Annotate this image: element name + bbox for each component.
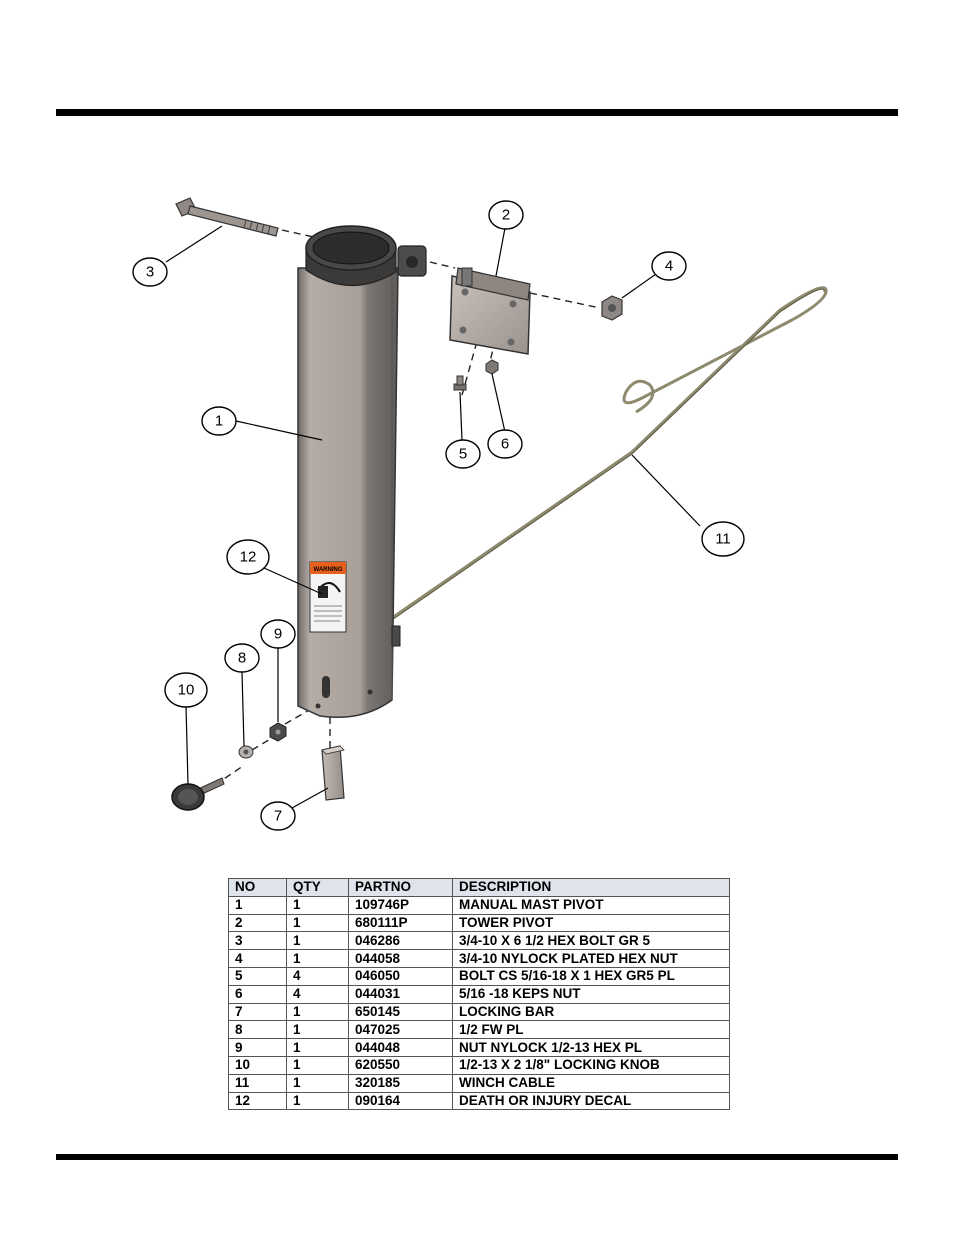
- flat-washer: [238, 745, 254, 759]
- callout-4: 4: [665, 258, 673, 275]
- cell-qty: 1: [286, 949, 349, 968]
- cell-partno: 620550: [348, 1055, 453, 1075]
- death-injury-decal: WARNING: [309, 561, 347, 633]
- table-header-row: NO QTY PARTNO DESCRIPTION: [228, 878, 730, 897]
- callout-2: 2: [502, 207, 510, 224]
- header-rule: [56, 109, 898, 116]
- cell-partno: 044031: [348, 984, 453, 1004]
- cell-partno: 109746P: [348, 895, 453, 915]
- cell-qty: 4: [286, 966, 349, 986]
- callout-6: 6: [501, 436, 509, 453]
- header-description: DESCRIPTION: [452, 878, 730, 897]
- cell-no: 4: [228, 949, 287, 968]
- cell-no: 6: [228, 984, 287, 1004]
- cell-description: 3/4-10 X 6 1/2 HEX BOLT GR 5: [452, 931, 730, 951]
- locking-bar: [321, 745, 345, 801]
- cell-qty: 1: [286, 913, 349, 933]
- footer-rule: [56, 1154, 898, 1160]
- hex-nut: [601, 295, 623, 321]
- callout-3: 3: [146, 264, 154, 281]
- cell-qty: 4: [286, 984, 349, 1004]
- hex-bolt: [175, 197, 279, 237]
- cell-qty: 1: [286, 1002, 349, 1022]
- cell-qty: 1: [286, 931, 349, 951]
- cell-description: NUT NYLOCK 1/2-13 HEX PL: [452, 1038, 730, 1057]
- cell-qty: 1: [286, 895, 349, 915]
- cell-qty: 1: [286, 1020, 349, 1040]
- callout-bubbles: [132, 200, 745, 831]
- cell-no: 2: [228, 913, 287, 933]
- decal-header: WARNING: [314, 567, 343, 573]
- cell-no: 1: [228, 895, 287, 915]
- cell-no: 11: [228, 1073, 287, 1093]
- cell-partno: 046286: [348, 931, 453, 951]
- cell-description: WINCH CABLE: [452, 1073, 730, 1093]
- header-partno: PARTNO: [348, 878, 453, 897]
- nylock-nut: [269, 722, 287, 742]
- cell-no: 3: [228, 931, 287, 951]
- cell-description: DEATH OR INJURY DECAL: [452, 1091, 730, 1111]
- cell-partno: 090164: [348, 1091, 453, 1111]
- manual-mast-pivot: [297, 225, 427, 719]
- callout-7: 7: [274, 808, 282, 825]
- cell-description: MANUAL MAST PIVOT: [452, 895, 730, 915]
- cell-description: 3/4-10 NYLOCK PLATED HEX NUT: [452, 949, 730, 968]
- callout-10: 10: [178, 682, 195, 699]
- cell-partno: 044058: [348, 949, 453, 968]
- cell-no: 8: [228, 1020, 287, 1040]
- cell-qty: 1: [286, 1038, 349, 1057]
- cell-no: 5: [228, 966, 287, 986]
- callout-11: 11: [715, 531, 731, 548]
- cell-description: 5/16 -18 KEPS NUT: [452, 984, 730, 1004]
- cell-description: TOWER PIVOT: [452, 913, 730, 933]
- callout-labels: 1 2 3 4 5 6 7 8 9 10 11 12: [146, 207, 731, 825]
- cell-partno: 044048: [348, 1038, 453, 1057]
- cell-partno: 650145: [348, 1002, 453, 1022]
- cell-no: 9: [228, 1038, 287, 1057]
- keps-nut: [485, 359, 499, 375]
- header-qty: QTY: [286, 878, 349, 897]
- callout-1: 1: [215, 413, 223, 430]
- cell-partno: 047025: [348, 1020, 453, 1040]
- tower-pivot: [449, 267, 531, 355]
- cell-partno: 680111P: [348, 913, 453, 933]
- cell-partno: 320185: [348, 1073, 453, 1093]
- cell-description: 1/2 FW PL: [452, 1020, 730, 1040]
- cell-partno: 046050: [348, 966, 453, 986]
- cell-no: 7: [228, 1002, 287, 1022]
- cell-description: 1/2-13 X 2 1/8" LOCKING KNOB: [452, 1055, 730, 1075]
- winch-cable: [391, 286, 828, 620]
- locking-knob: [171, 777, 225, 811]
- cell-description: BOLT CS 5/16-18 X 1 HEX GR5 PL: [452, 966, 730, 986]
- cell-no: 12: [228, 1091, 287, 1111]
- exploded-parts-diagram: WARNING: [132, 197, 828, 831]
- cell-qty: 1: [286, 1055, 349, 1075]
- assembly-lines: [214, 229, 601, 786]
- header-no: NO: [228, 878, 287, 897]
- cell-qty: 1: [286, 1091, 349, 1111]
- cs-bolt: [453, 375, 467, 391]
- callout-12: 12: [240, 549, 257, 566]
- callout-8: 8: [238, 650, 246, 667]
- callout-9: 9: [274, 626, 282, 643]
- callout-5: 5: [459, 446, 467, 463]
- cell-description: LOCKING BAR: [452, 1002, 730, 1022]
- cell-no: 10: [228, 1055, 287, 1075]
- leader-lines: [165, 225, 701, 809]
- cell-qty: 1: [286, 1073, 349, 1093]
